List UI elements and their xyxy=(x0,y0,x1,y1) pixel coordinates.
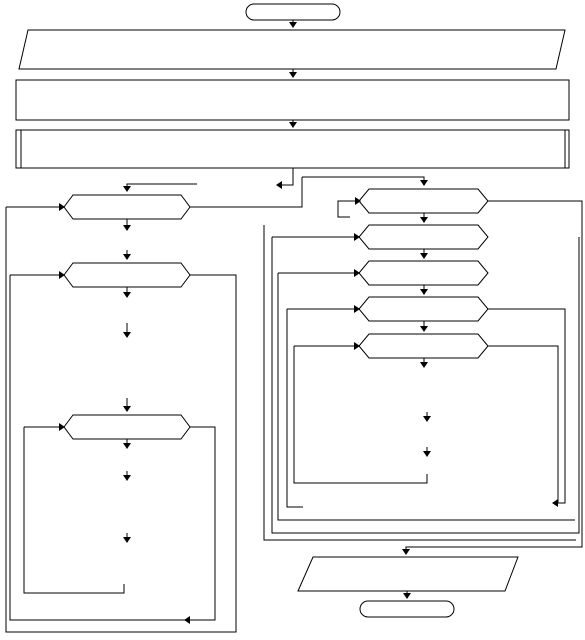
arrowhead-left-loop-2-top xyxy=(123,254,131,260)
arrowhead-right-loop-5-entry xyxy=(354,342,360,350)
arrowhead-right-side-exit xyxy=(552,499,558,507)
subroutine-block-1 xyxy=(15,129,570,169)
connector-split-to-right-branch xyxy=(302,176,425,184)
arrowhead-right-branch xyxy=(420,180,428,186)
arrowhead-left-exit xyxy=(184,616,190,624)
connector-right-return-2 xyxy=(271,237,580,534)
connector-right-return-1 xyxy=(263,225,576,541)
connector-right-return-5 xyxy=(293,346,428,484)
arrowhead-left-loop-1-entry xyxy=(59,203,65,211)
start-terminator xyxy=(245,3,341,21)
arrowhead-right-loop-5-down xyxy=(420,362,428,368)
end-terminator xyxy=(359,600,455,618)
arrowhead-left-loop-3-down xyxy=(123,443,131,449)
left-loop-header-1 xyxy=(63,194,191,220)
arrowhead-right-mid-1 xyxy=(423,416,431,422)
arrowhead-right-loop-1-entry xyxy=(355,197,361,205)
arrowhead-left-loop-3-entry xyxy=(59,423,65,431)
connector-left-loop-1-return xyxy=(5,207,237,633)
arrowhead-split-left xyxy=(276,181,282,189)
arrowhead-output xyxy=(402,549,410,555)
arrowhead-end xyxy=(403,593,411,599)
arrowhead-left-loop-2-down xyxy=(123,292,131,298)
connector-right-loop-5-side xyxy=(488,345,559,503)
connector-right-outer-return xyxy=(405,200,583,553)
arrowhead-right-loop-2-entry xyxy=(354,233,360,241)
left-loop-header-3 xyxy=(63,414,191,440)
arrowhead-right-loop-4-entry xyxy=(354,305,360,313)
arrowhead-right-loop-3-down xyxy=(420,289,428,295)
connector-left-loop-2-return xyxy=(9,275,216,621)
arrowheads xyxy=(59,22,558,624)
right-loop-header-1 xyxy=(358,188,489,214)
right-loop-header-5 xyxy=(358,333,489,359)
arrowhead-left-mid-4 xyxy=(123,537,131,543)
left-loop-header-2 xyxy=(63,262,191,288)
arrowhead-right-loop-4-down xyxy=(420,326,428,332)
connector-subroutine-to-split xyxy=(282,168,294,186)
connector-left-loop-1-side xyxy=(190,177,303,208)
arrowhead-right-loop-3-entry xyxy=(354,269,360,277)
right-loop-header-3 xyxy=(358,260,489,286)
arrowhead-process xyxy=(289,72,297,78)
connector-right-return-3 xyxy=(277,273,575,521)
arrowhead-right-loop-1-down xyxy=(420,217,428,223)
arrowhead-input xyxy=(289,22,297,28)
arrowhead-left-mid-2 xyxy=(123,406,131,412)
arrowhead-left-loop-2-entry xyxy=(59,271,65,279)
connector-left-loop-3-return xyxy=(23,427,125,594)
right-loop-header-2 xyxy=(358,224,489,250)
connector-right-loop-4-side xyxy=(488,308,566,504)
arrowhead-subroutine xyxy=(289,122,297,128)
arrowhead-left-mid-3 xyxy=(123,475,131,481)
output-block xyxy=(297,556,519,592)
connector-right-return-4 xyxy=(286,309,303,508)
arrowhead-left-mid-1 xyxy=(123,332,131,338)
process-block-1 xyxy=(15,79,570,121)
connector-right-loop-1-back xyxy=(337,200,355,218)
connector-left-branch-top xyxy=(126,183,197,190)
arrowhead-right-loop-2-down xyxy=(420,253,428,259)
arrowhead-left-loop-1-down xyxy=(123,225,131,231)
arrowhead-left-loop-1-top xyxy=(123,186,131,192)
right-loop-header-4 xyxy=(358,296,489,322)
arrowhead-right-mid-2 xyxy=(423,451,431,457)
input-block xyxy=(18,29,566,70)
